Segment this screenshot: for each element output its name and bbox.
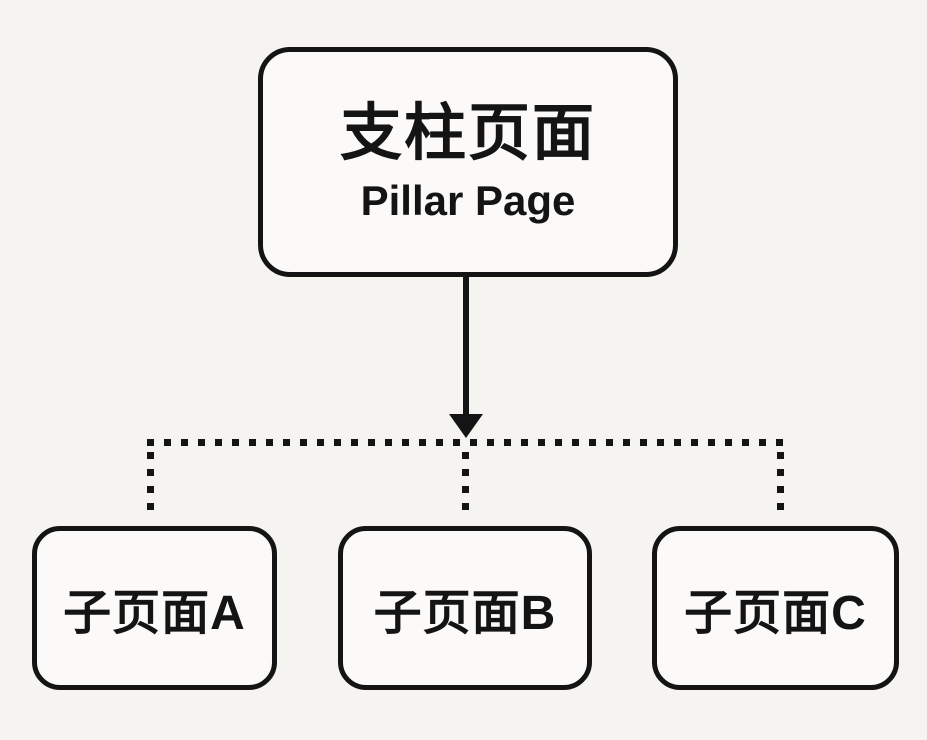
child-page-b-label: 子页面B (373, 587, 557, 640)
child-page-a-label: 子页面A (63, 587, 246, 640)
pillar-arrow-shaft (463, 277, 469, 416)
dotted-connector-b (462, 452, 469, 515)
pillar-page-node: 支柱页面 Pillar Page (258, 47, 678, 277)
child-page-c-node: 子页面C (652, 526, 899, 690)
pillar-title-en: Pillar Page (360, 176, 576, 224)
dotted-branch-line (147, 439, 784, 446)
dotted-connector-a (147, 452, 154, 515)
arrow-down-icon (449, 414, 483, 438)
dotted-connector-c (777, 452, 784, 515)
pillar-title-zh: 支柱页面 (339, 98, 596, 168)
child-page-c-label: 子页面C (684, 587, 867, 640)
child-page-a-node: 子页面A (32, 526, 277, 690)
child-page-b-node: 子页面B (338, 526, 592, 690)
